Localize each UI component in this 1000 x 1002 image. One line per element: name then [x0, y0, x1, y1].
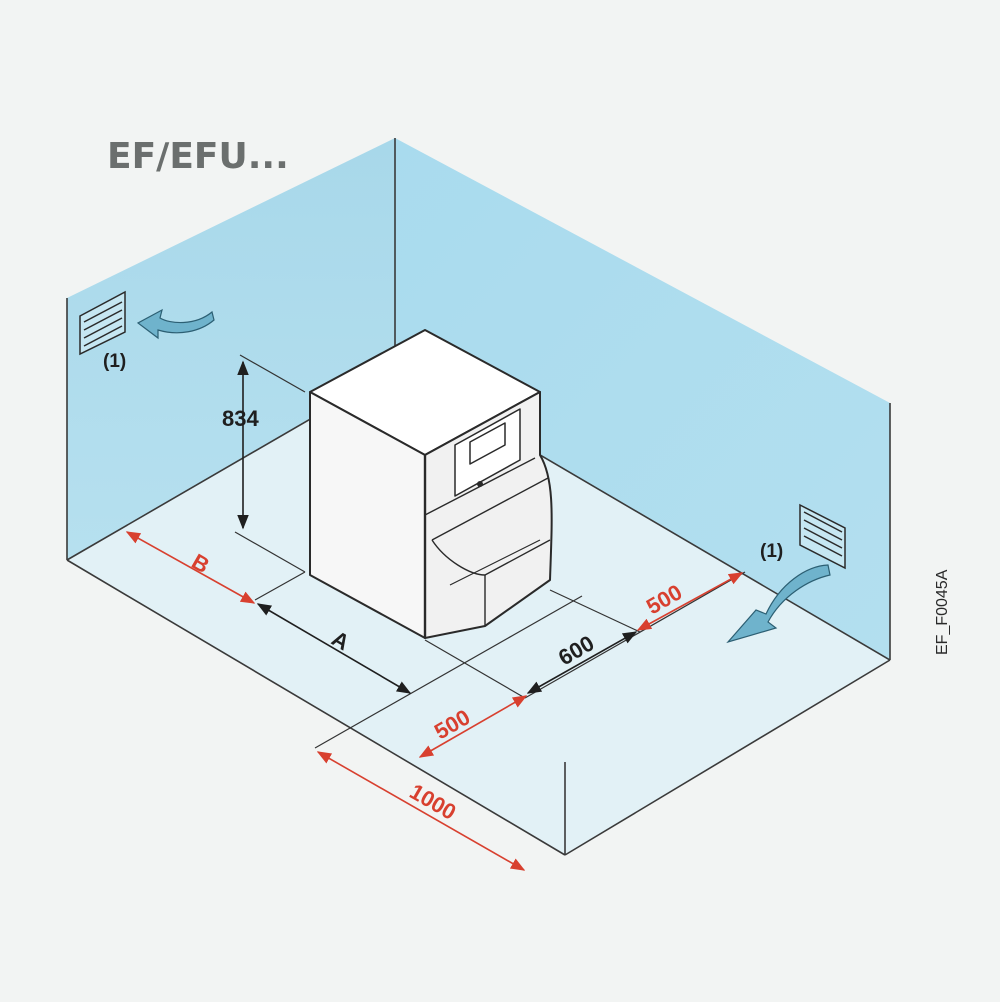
dimension-line-b — [125, 531, 256, 604]
room-wall-right — [395, 138, 890, 660]
boiler-unit — [309, 329, 553, 639]
airflow-arrow-icon — [136, 308, 215, 340]
dimension-line-a — [256, 603, 412, 694]
dimension-line-front-clearance — [418, 695, 528, 758]
dimension-label-height: 834 — [222, 406, 259, 431]
dimension-line-width — [526, 631, 638, 694]
page-title: EF/EFU... — [107, 136, 289, 177]
ventilation-grille-icon — [79, 290, 126, 356]
vent-marker-left: (1) — [103, 351, 126, 372]
room-wall-left — [67, 138, 395, 560]
vent-marker-right: (1) — [760, 541, 783, 562]
ventilation-grille-icon — [799, 503, 846, 570]
dimension-line-front-space — [316, 751, 526, 871]
drawing-reference: EF_F0045A — [934, 569, 951, 655]
airflow-arrow-icon — [726, 564, 831, 644]
dimension-line-side-clearance — [636, 572, 744, 631]
